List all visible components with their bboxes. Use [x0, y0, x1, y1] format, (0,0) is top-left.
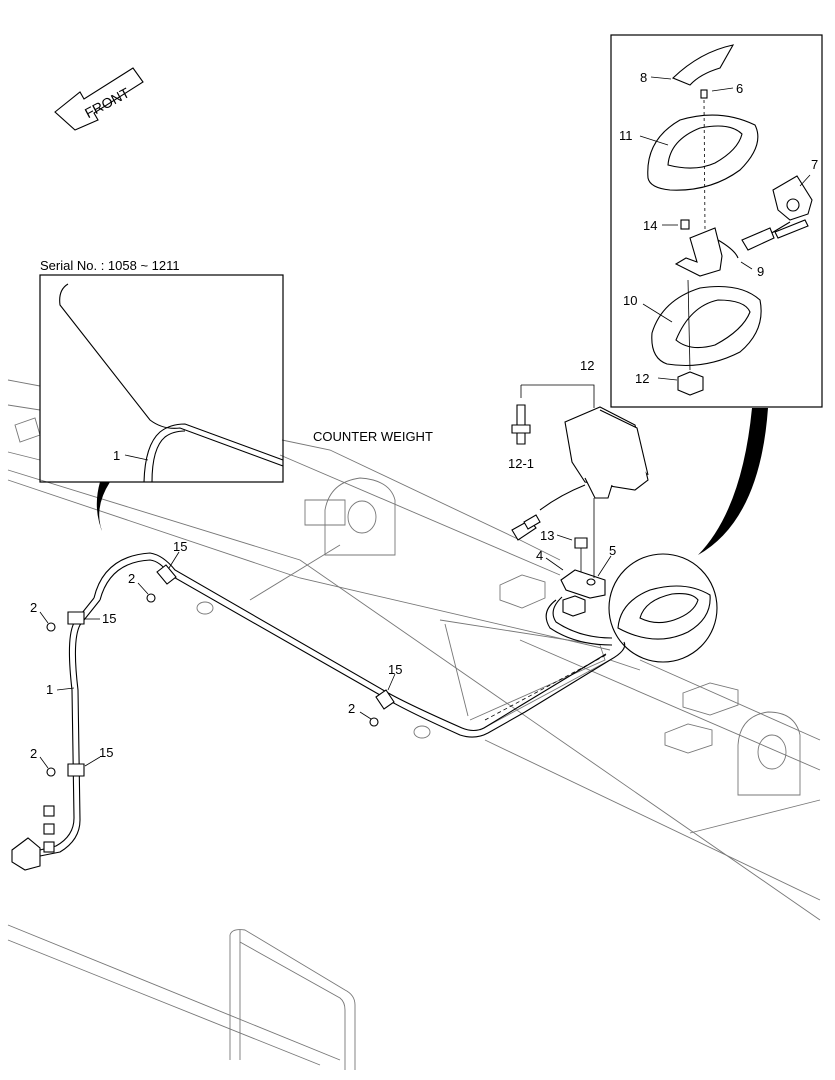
mounted-lamp-closeup — [608, 553, 718, 663]
callout-15-d: 15 — [99, 745, 113, 760]
serial-number-inset: Serial No. : 1058 ~ 1211 1 — [39, 258, 284, 483]
wiring-harness: 1 2 2 2 2 15 15 15 15 — [11, 539, 626, 871]
callout-10: 10 — [623, 293, 637, 308]
callout-13: 13 — [540, 528, 554, 543]
callout-2-b: 2 — [30, 600, 37, 615]
detail-pointer — [698, 408, 768, 555]
callout-2-a: 2 — [128, 571, 135, 586]
callout-5: 5 — [609, 543, 616, 558]
upper-frame-structure — [7, 379, 821, 1070]
callout-9: 9 — [757, 264, 764, 279]
callout-6: 6 — [736, 81, 743, 96]
counter-weight-label: COUNTER WEIGHT — [313, 429, 433, 444]
callout-12-detail: 12 — [635, 371, 649, 386]
callout-7: 7 — [811, 157, 818, 172]
callout-8: 8 — [640, 70, 647, 85]
callout-15-a: 15 — [173, 539, 187, 554]
callout-2-c: 2 — [348, 701, 355, 716]
callout-12-1: 12-1 — [508, 456, 534, 471]
serial-no-caption: Serial No. : 1058 ~ 1211 — [40, 258, 180, 273]
callout-2-d: 2 — [30, 746, 37, 761]
lamp-detail-box: 8 6 11 7 14 9 10 12 — [610, 34, 823, 408]
front-direction-arrow: FRONT — [54, 67, 144, 131]
callout-1-inset: 1 — [113, 448, 120, 463]
callout-15-c: 15 — [388, 662, 402, 677]
callout-1-harness: 1 — [46, 682, 53, 697]
callout-12-lamp: 12 — [580, 358, 594, 373]
work-lamp-assembly: 12 12-1 13 4 5 — [508, 358, 649, 617]
callout-11: 11 — [619, 128, 633, 143]
inset-pointer — [96, 482, 110, 536]
callout-4: 4 — [536, 548, 543, 563]
callout-14: 14 — [643, 218, 657, 233]
callout-15-b: 15 — [102, 611, 116, 626]
